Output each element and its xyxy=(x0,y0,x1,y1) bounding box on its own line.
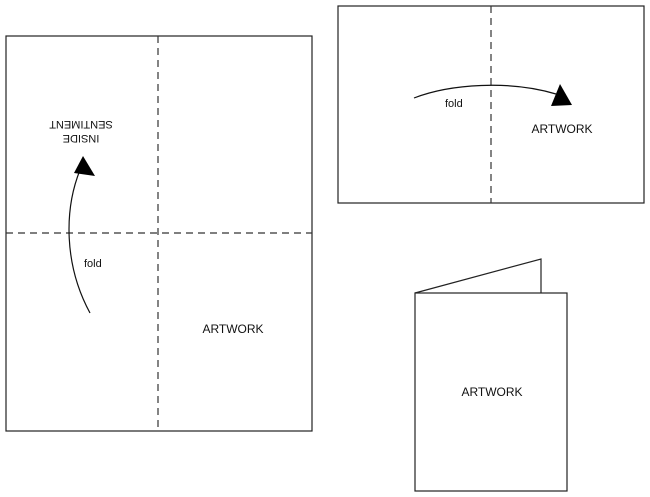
fold-label-vertical: fold xyxy=(84,258,102,270)
card-front xyxy=(414,292,568,492)
artwork-label-card: ARTWORK xyxy=(461,385,522,399)
inside-label: INSIDE xyxy=(63,132,100,144)
fold-label-horizontal: fold xyxy=(445,98,463,110)
artwork-label-half-sheet: ARTWORK xyxy=(531,122,592,136)
full-sheet-step: INSIDE SENTIMENT fold ARTWORK xyxy=(5,35,313,432)
half-sheet-step: fold ARTWORK xyxy=(337,5,645,204)
fold-arrow-right-head xyxy=(551,84,572,106)
fold-arrow-up-curve xyxy=(68,169,91,314)
fold-arrow-right-curve xyxy=(413,84,557,99)
fold-arrow-up-head xyxy=(74,156,95,176)
sentiment-label: SENTIMENT xyxy=(49,118,113,130)
folded-card-step: ARTWORK xyxy=(414,258,568,492)
full-sheet xyxy=(5,35,313,432)
artwork-label-full-sheet: ARTWORK xyxy=(202,322,263,336)
inside-sentiment-text: INSIDE SENTIMENT xyxy=(49,118,113,144)
card-back-flap xyxy=(414,258,542,294)
